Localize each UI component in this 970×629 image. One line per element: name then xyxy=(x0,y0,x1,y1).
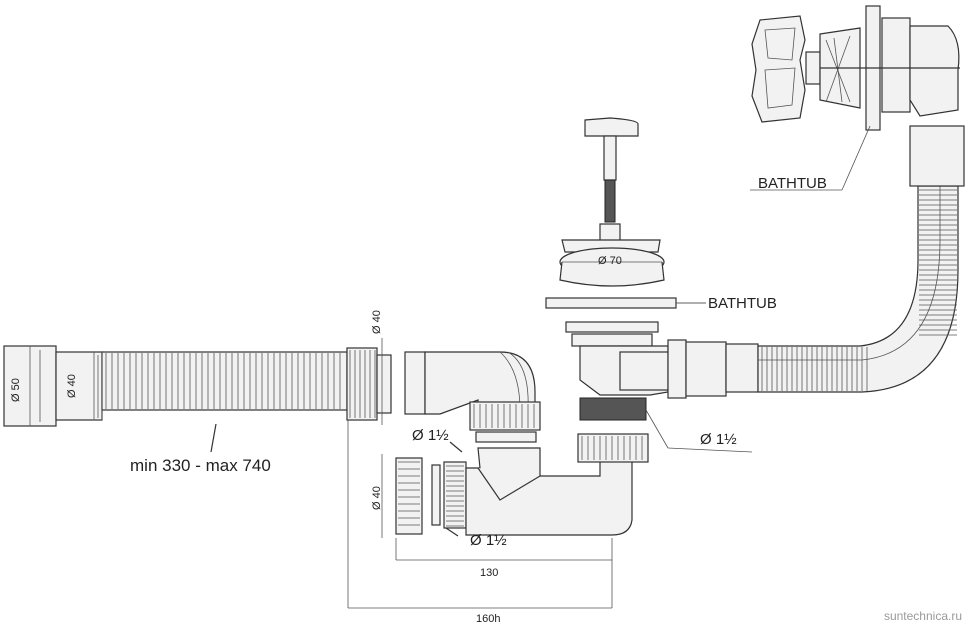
overflow-fitting xyxy=(751,5,960,131)
diameter-40-lower-label: Ø 40 xyxy=(371,486,383,510)
hose-corrugation xyxy=(101,351,348,411)
dim-markers xyxy=(39,261,662,538)
diameter-40-nut-label: Ø 40 xyxy=(371,310,383,334)
thread-1-5-drain-label: Ø 1½ xyxy=(700,431,737,448)
bathtub-label-overflow: BATHTUB xyxy=(758,175,827,192)
lower-trap xyxy=(395,433,649,536)
drain-assembly xyxy=(545,117,759,453)
elbow-nut xyxy=(469,401,541,443)
diameter-70-label: Ø 70 xyxy=(598,255,622,267)
diameter-40-hose-label: Ø 40 xyxy=(66,374,78,398)
hose-length-range-label: min 330 - max 740 xyxy=(130,456,271,475)
dimension-130-label: 130 xyxy=(480,567,499,579)
watermark: suntechnica.ru xyxy=(883,609,962,623)
diameter-50-label: Ø 50 xyxy=(10,378,22,402)
bathtub-label-drain: BATHTUB xyxy=(708,295,777,312)
hose-connection-nut xyxy=(346,347,392,421)
drain-hose xyxy=(3,345,348,427)
dimension-lines xyxy=(347,420,613,609)
dimension-160h-label: 160h xyxy=(476,613,501,625)
thread-1-5-lower-label: Ø 1½ xyxy=(470,532,507,549)
thread-1-5-upper-label: Ø 1½ xyxy=(412,427,449,444)
overflow-coupling xyxy=(909,125,965,187)
overflow-hose xyxy=(757,125,965,393)
hose-outlet-reducer xyxy=(55,351,103,421)
